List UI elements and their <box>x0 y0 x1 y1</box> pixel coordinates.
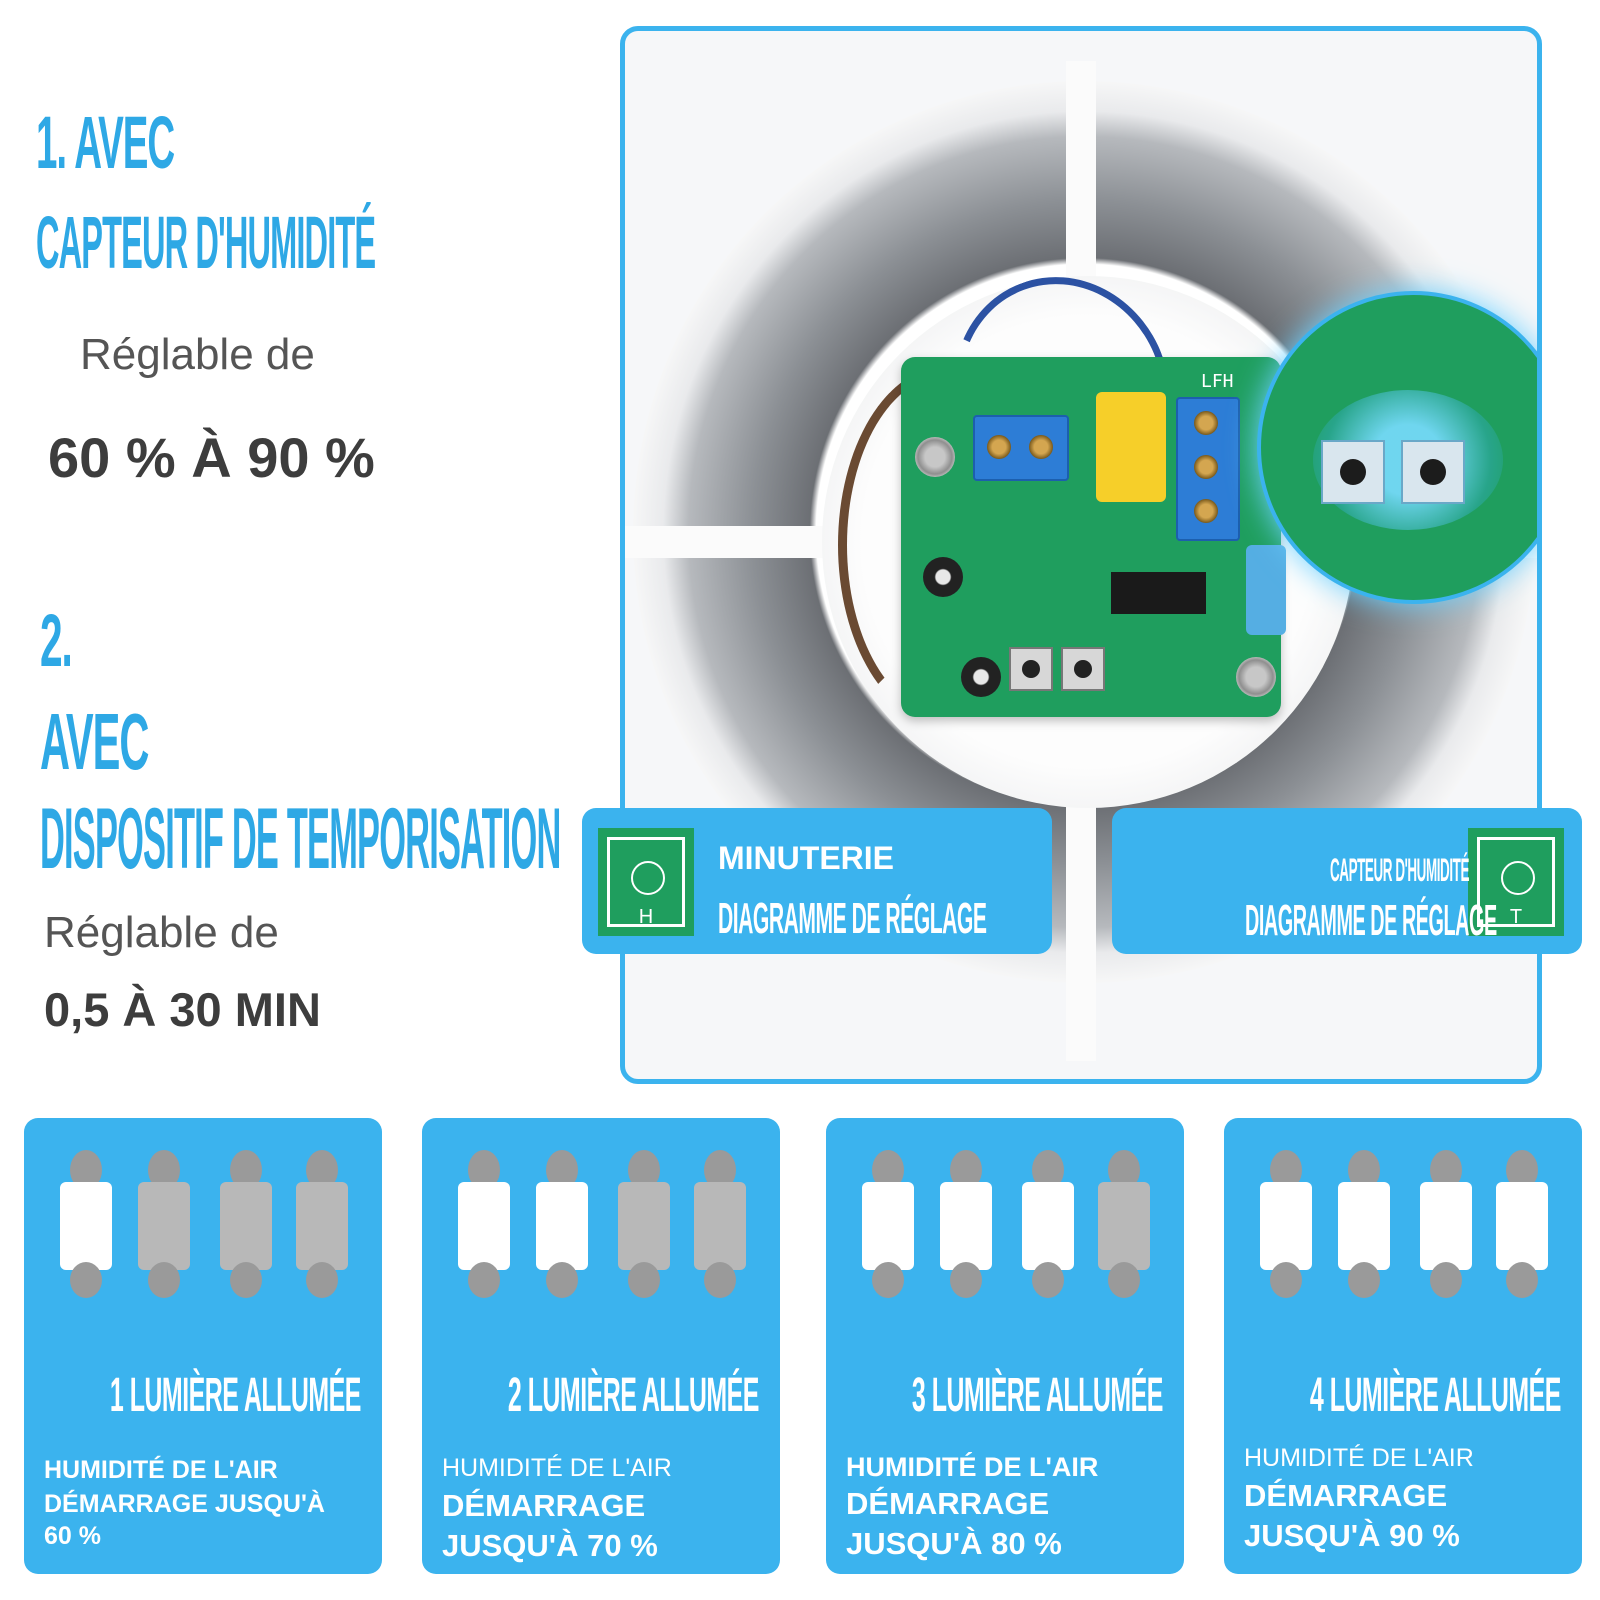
indicator-light-icon <box>940 1150 992 1300</box>
capacitor-electrolytic-1 <box>923 557 963 597</box>
ic-chip <box>1111 572 1206 614</box>
indicator-light-icon <box>458 1150 510 1300</box>
badge-icon-letter: H <box>638 906 654 928</box>
card-level-4: 4 LUMIÈRE ALLUMÉE HUMIDITÉ DE L'AIR DÉMA… <box>1224 1118 1582 1574</box>
badge-timer: H MINUTERIE DIAGRAMME DE RÉGLAGE <box>582 808 1052 954</box>
card-level-1: 1 LUMIÈRE ALLUMÉE HUMIDITÉ DE L'AIR DÉMA… <box>24 1118 382 1574</box>
section2-title-line3: DISPOSITIF DE TEMPORISATION <box>40 791 561 887</box>
indicator-light-icon <box>536 1150 588 1300</box>
section1-lead: Réglable de <box>80 330 315 379</box>
indicator-light-icon <box>1338 1150 1390 1300</box>
card-line3: JUSQU'À 80 % <box>846 1526 1062 1561</box>
section2-range: 0,5 À 30 MIN <box>44 983 321 1036</box>
zoom-button-right <box>1401 440 1465 504</box>
card-title: 2 LUMIÈRE ALLUMÉE <box>507 1369 759 1422</box>
badge-timer-line1: MINUTERIE <box>718 840 894 876</box>
mount-screw-right <box>1236 657 1276 697</box>
card-line1: HUMIDITÉ DE L'AIR <box>846 1452 1099 1482</box>
card-title: 3 LUMIÈRE ALLUMÉE <box>911 1369 1163 1422</box>
badge-humidity-line1: CAPTEUR D'HUMIDITÉ <box>1330 852 1469 888</box>
zoom-button-left <box>1321 440 1385 504</box>
card-line2: DÉMARRAGE <box>1244 1478 1448 1513</box>
card-line1: HUMIDITÉ DE L'AIR <box>44 1456 278 1484</box>
indicator-light-icon <box>138 1150 190 1300</box>
indicator-light-icon <box>60 1150 112 1300</box>
card-level-3: 3 LUMIÈRE ALLUMÉE HUMIDITÉ DE L'AIR DÉMA… <box>826 1118 1184 1574</box>
zoom-detail-circle <box>1257 291 1537 604</box>
card-line3: 60 % <box>44 1522 101 1550</box>
card-level-2: 2 LUMIÈRE ALLUMÉE HUMIDITÉ DE L'AIR DÉMA… <box>422 1118 780 1574</box>
card-title: 4 LUMIÈRE ALLUMÉE <box>1309 1369 1561 1422</box>
capacitor-electrolytic-2 <box>961 657 1001 697</box>
card-title: 1 LUMIÈRE ALLUMÉE <box>109 1369 361 1422</box>
terminal-block-right <box>1176 397 1240 541</box>
card-line2: DÉMARRAGE <box>442 1488 646 1523</box>
pcb-marking: LFH <box>1201 371 1234 392</box>
capacitor-yellow <box>1096 392 1166 502</box>
card-line1: HUMIDITÉ DE L'AIR <box>442 1454 672 1482</box>
indicator-light-icon <box>1260 1150 1312 1300</box>
pcb-button-right <box>1061 647 1105 691</box>
section2-title-line2: AVEC <box>40 697 149 786</box>
indicator-light-icon <box>1496 1150 1548 1300</box>
section1-title-line1: 1. AVEC <box>36 101 175 184</box>
section1-title-line2: CAPTEUR D'HUMIDITÉ <box>36 201 376 284</box>
indicator-light-icon <box>296 1150 348 1300</box>
indicator-light-icon <box>618 1150 670 1300</box>
badge-timer-line2: DIAGRAMME DE RÉGLAGE <box>718 894 987 943</box>
terminal-block-left <box>973 415 1069 481</box>
pcb-button-left <box>1009 647 1053 691</box>
indicator-light-icon <box>1022 1150 1074 1300</box>
card-line3: JUSQU'À 70 % <box>442 1528 658 1563</box>
indicator-light-icon <box>1098 1150 1150 1300</box>
mount-screw-left <box>915 437 955 477</box>
humidity-dial-icon: H <box>598 828 694 936</box>
card-line2: DÉMARRAGE <box>846 1486 1050 1521</box>
indicator-light-icon <box>694 1150 746 1300</box>
capacitor-blue <box>1246 545 1286 635</box>
section1-range: 60 % À 90 % <box>48 426 375 489</box>
badge-humidity-line2: DIAGRAMME DE RÉGLAGE <box>1245 896 1497 945</box>
badge-icon-letter: T <box>1509 906 1523 928</box>
section2-lead: Réglable de <box>44 908 279 957</box>
indicator-light-icon <box>1420 1150 1472 1300</box>
circuit-board: LFH <box>901 357 1286 717</box>
card-line3: JUSQU'À 90 % <box>1244 1518 1460 1553</box>
indicator-light-icon <box>862 1150 914 1300</box>
card-line1: HUMIDITÉ DE L'AIR <box>1244 1444 1474 1472</box>
badge-humidity: T CAPTEUR D'HUMIDITÉ DIAGRAMME DE RÉGLAG… <box>1112 808 1582 954</box>
section2-title-line1: 2. <box>40 599 73 682</box>
indicator-light-icon <box>220 1150 272 1300</box>
timer-dial-icon: T <box>1468 828 1564 936</box>
card-line2: DÉMARRAGE JUSQU'À <box>44 1490 325 1518</box>
